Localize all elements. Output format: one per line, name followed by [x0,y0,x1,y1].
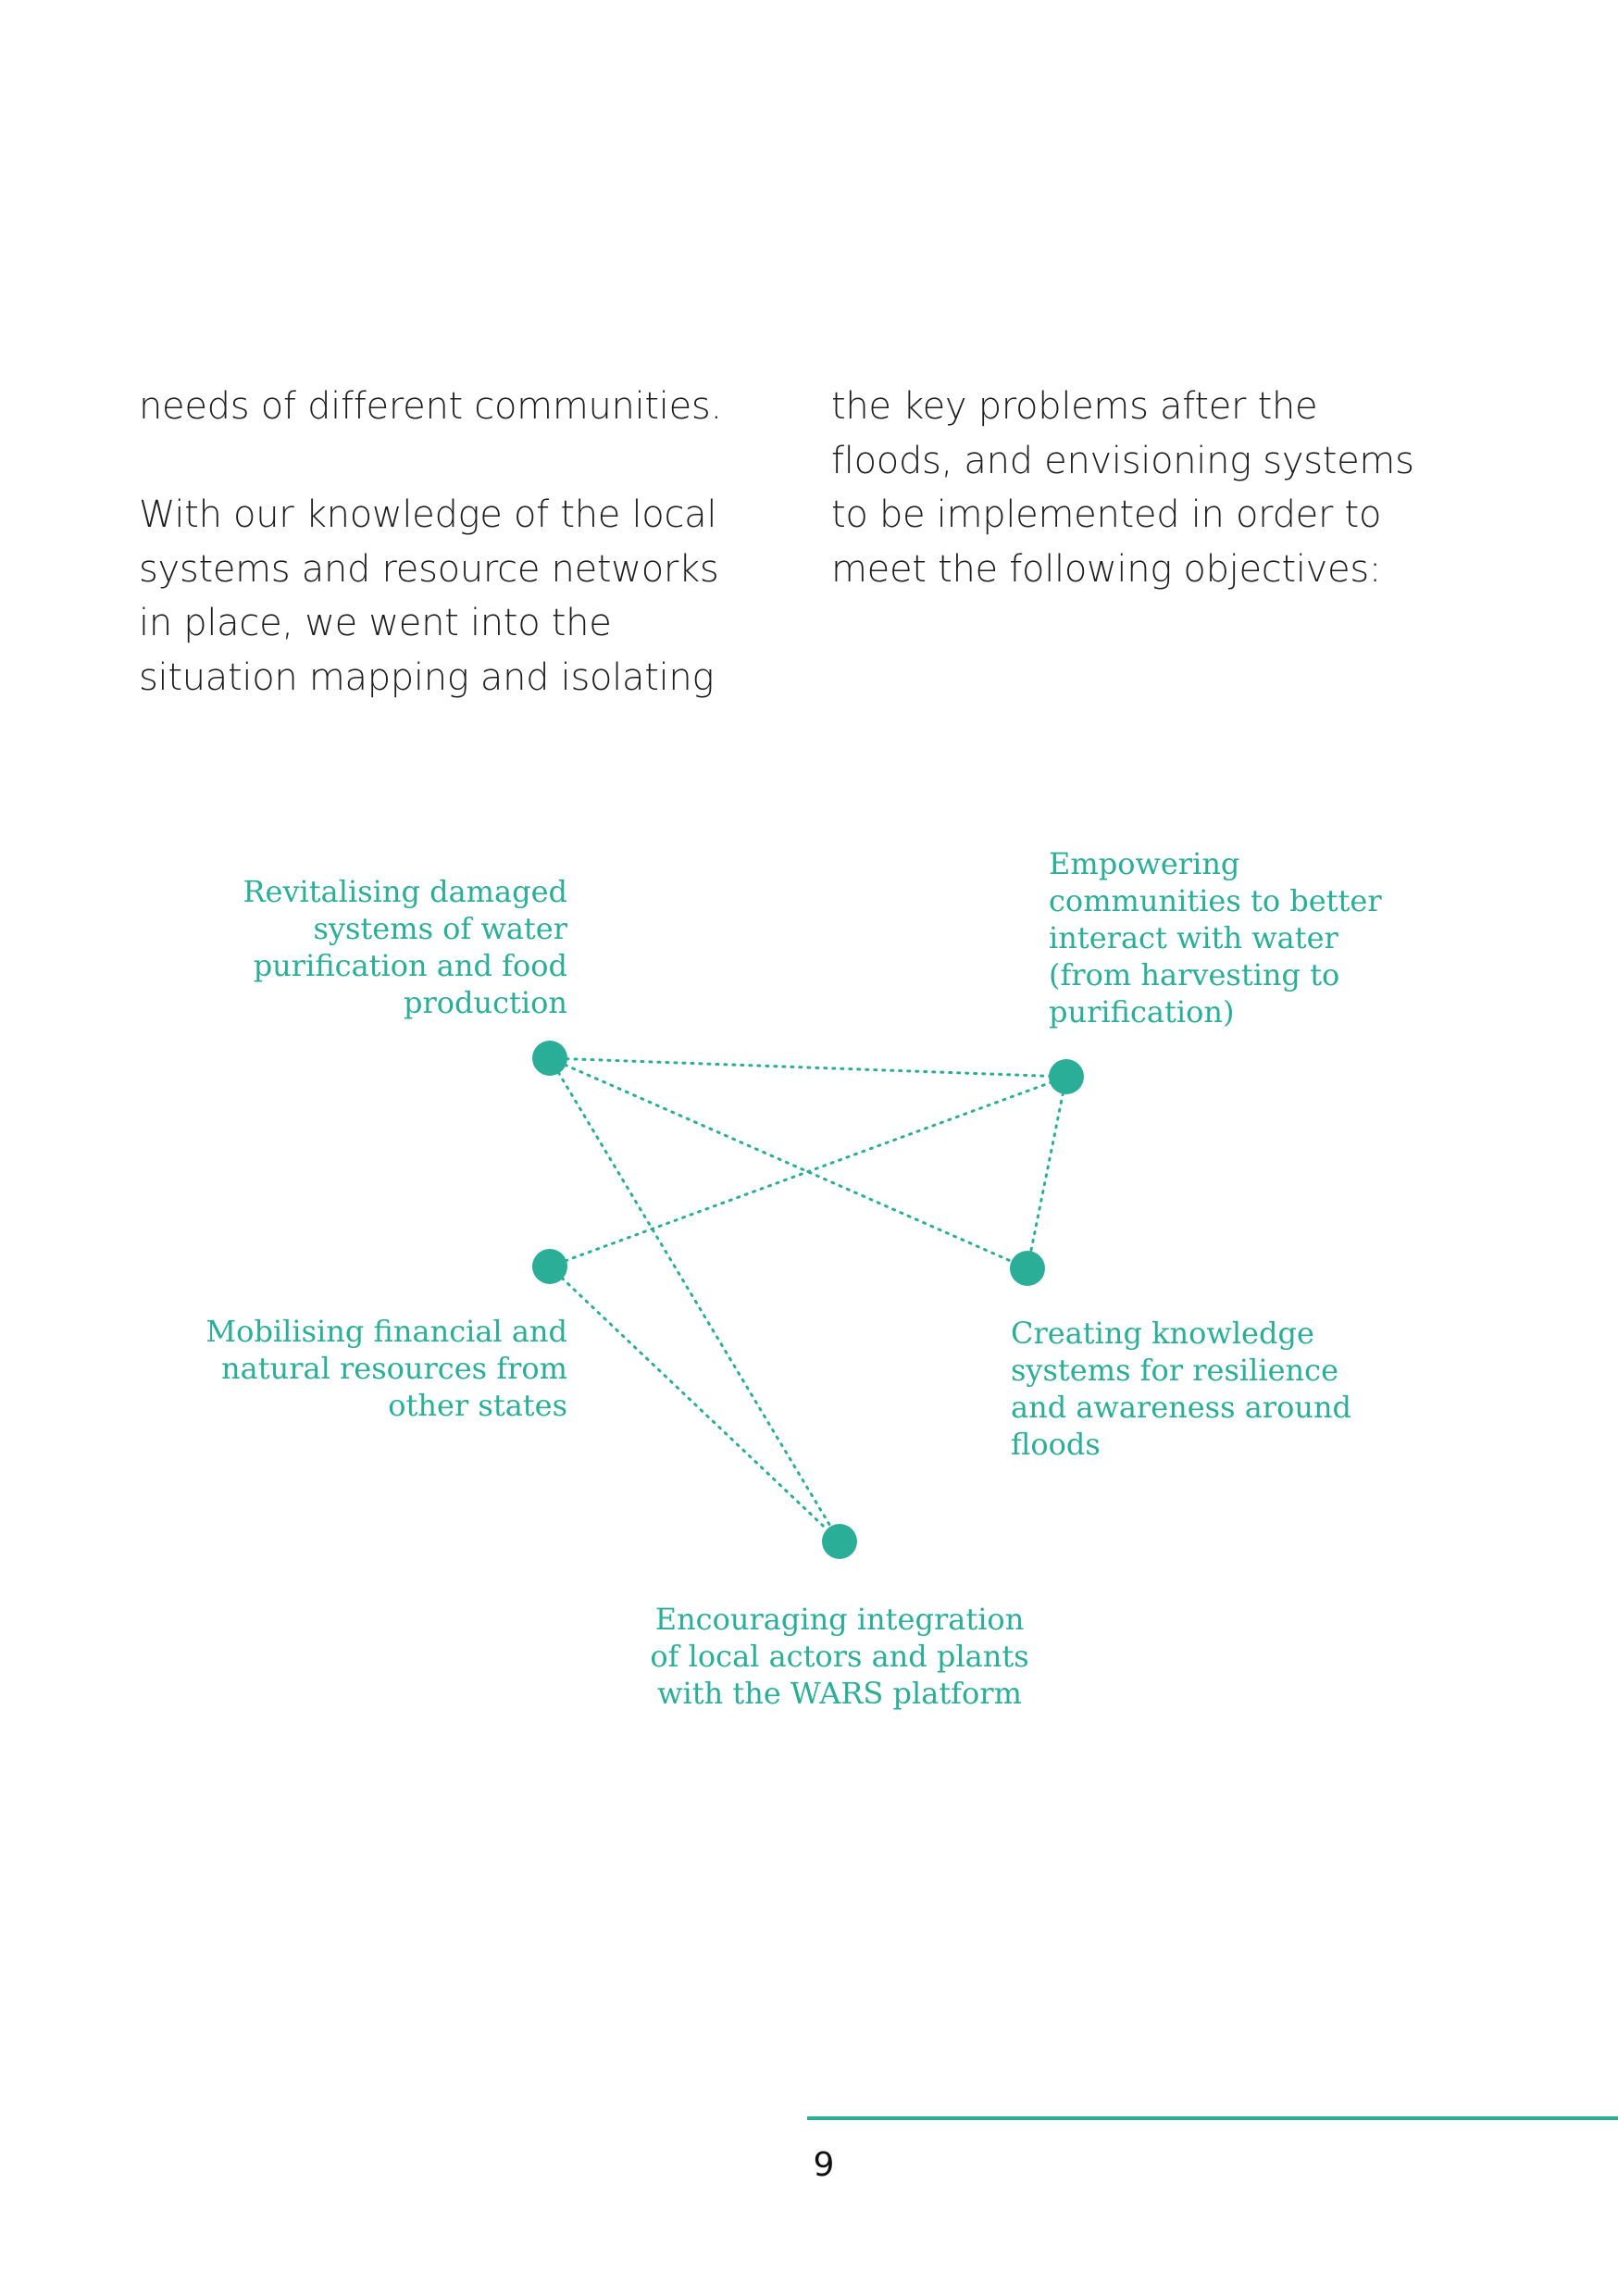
node-dot-mobilising [532,1249,567,1284]
connection-revitalising-empowering [548,1056,1068,1079]
node-label-encouraging: Encouraging integration of local actors … [650,1602,1029,1711]
node-dot-empowering [1049,1059,1084,1094]
node-dot-revitalising [532,1041,567,1076]
connection-mobilising-encouraging [548,1265,841,1543]
paragraph: With our knowledge of the local systems … [139,493,719,699]
body-text-right-column: the key problems after the floods, and e… [831,380,1442,596]
node-label-empowering: Empowering communities to better interac… [1049,846,1382,1029]
body-text-left-column: needs of different communities. With our… [139,380,750,705]
node-label-creating: Creating knowledge systems for resilienc… [1011,1316,1352,1462]
page-number: 9 [813,2146,835,2184]
node-label-mobilising: Mobilising financial and natural resourc… [205,1314,567,1423]
diagram-connections [548,1056,1068,1543]
connection-empowering-creating [1026,1075,1068,1270]
paragraph: the key problems after the floods, and e… [831,385,1414,591]
paragraph: needs of different communities. [139,385,722,428]
diagram-nodes [532,1041,1084,1559]
connection-revitalising-encouraging [548,1056,841,1543]
connection-mobilising-empowering [548,1075,1068,1268]
node-label-revitalising: Revitalising damaged systems of water pu… [243,874,567,1020]
node-dot-encouraging [822,1524,857,1559]
connection-revitalising-creating [548,1056,1029,1270]
footer-rule [807,2116,1618,2120]
node-dot-creating [1010,1251,1045,1286]
